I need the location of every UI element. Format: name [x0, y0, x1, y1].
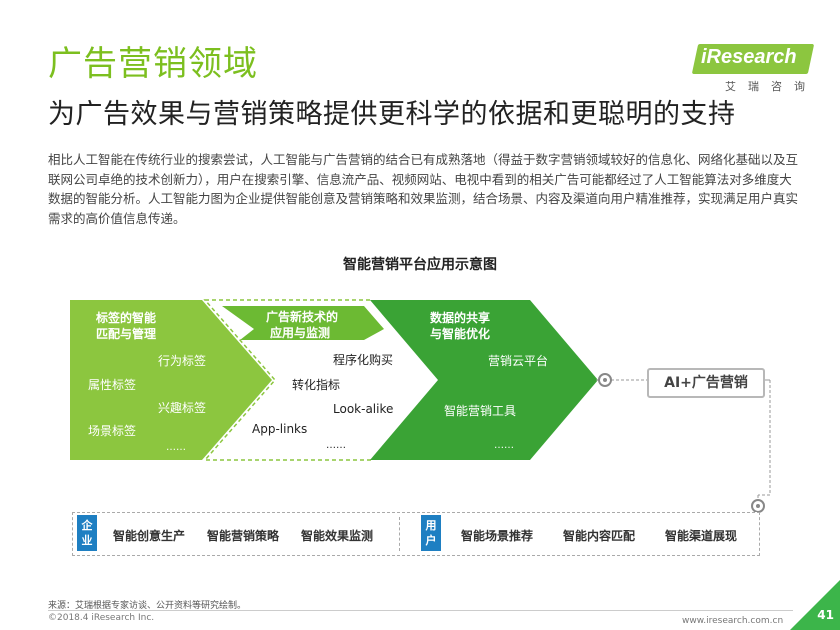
stage1-item: 属性标签 [88, 378, 137, 392]
user-tag: 用户 [421, 515, 441, 551]
page-subtitle: 为广告效果与营销策略提供更科学的依据和更聪明的支持 [48, 99, 736, 130]
stage2-item: Look-alike [333, 402, 394, 416]
page-title: 广告营销领域 [48, 44, 258, 84]
stage3-item: …… [494, 440, 514, 451]
page-corner-triangle [790, 580, 840, 630]
ai-marketing-box: AI+广告营销 [647, 368, 765, 398]
stage2-item: …… [326, 440, 346, 451]
logo-brand: iResearch [701, 46, 797, 68]
stage1-heading-2: 匹配与管理 [96, 327, 157, 341]
enterprise-item: 智能创意生产 [113, 529, 186, 543]
stage3-chevron [370, 300, 598, 460]
iresearch-logo: iResearch 艾瑞咨询 [691, 44, 817, 100]
bottom-capabilities-box: 企业 智能创意生产 智能营销策略 智能效果监测 用户 智能场景推荐 智能内容匹配… [72, 512, 760, 556]
footer-copyright: ©2018.4 iResearch Inc. [48, 613, 155, 623]
logo-sub: 艾瑞咨询 [725, 80, 817, 93]
user-item: 智能渠道展现 [665, 529, 738, 543]
stage1-item: 场景标签 [88, 424, 137, 438]
user-item: 智能场景推荐 [461, 529, 534, 543]
stage2-item: App-links [252, 422, 308, 436]
stage2-heading-1: 广告新技术的 [266, 310, 339, 324]
enterprise-item: 智能效果监测 [301, 529, 374, 543]
stage2-item: 程序化购买 [333, 353, 394, 367]
footer-url[interactable]: www.iresearch.com.cn [682, 616, 784, 626]
footer-divider [48, 610, 793, 611]
diagram-title: 智能营销平台应用示意图 [343, 257, 497, 273]
enterprise-tag: 企业 [77, 515, 97, 551]
stage1-chevron [70, 300, 272, 460]
stage1-item: 行为标签 [158, 354, 207, 368]
stage2-item: 转化指标 [292, 378, 341, 392]
enterprise-item: 智能营销策略 [207, 529, 280, 543]
stage3-heading-1: 数据的共享 [430, 311, 491, 325]
stage1-item: 兴趣标签 [158, 401, 207, 415]
intro-paragraph: 相比人工智能在传统行业的搜索尝试，人工智能与广告营销的结合已有成熟落地（得益于数… [48, 152, 799, 226]
page-number: 41 [817, 608, 834, 622]
user-item: 智能内容匹配 [563, 529, 636, 543]
stage1-item: …… [166, 442, 186, 453]
stage3-heading-2: 与智能优化 [430, 327, 491, 341]
footer-source: 来源：艾瑞根据专家访谈、公开资料等研究绘制。 [48, 601, 247, 611]
stage2-heading-2: 应用与监测 [270, 326, 331, 340]
stage3-item: 营销云平台 [488, 354, 549, 368]
stage3-item: 智能营销工具 [444, 404, 517, 418]
stage1-heading-1: 标签的智能 [96, 311, 157, 325]
stage2-header-band [222, 306, 384, 340]
